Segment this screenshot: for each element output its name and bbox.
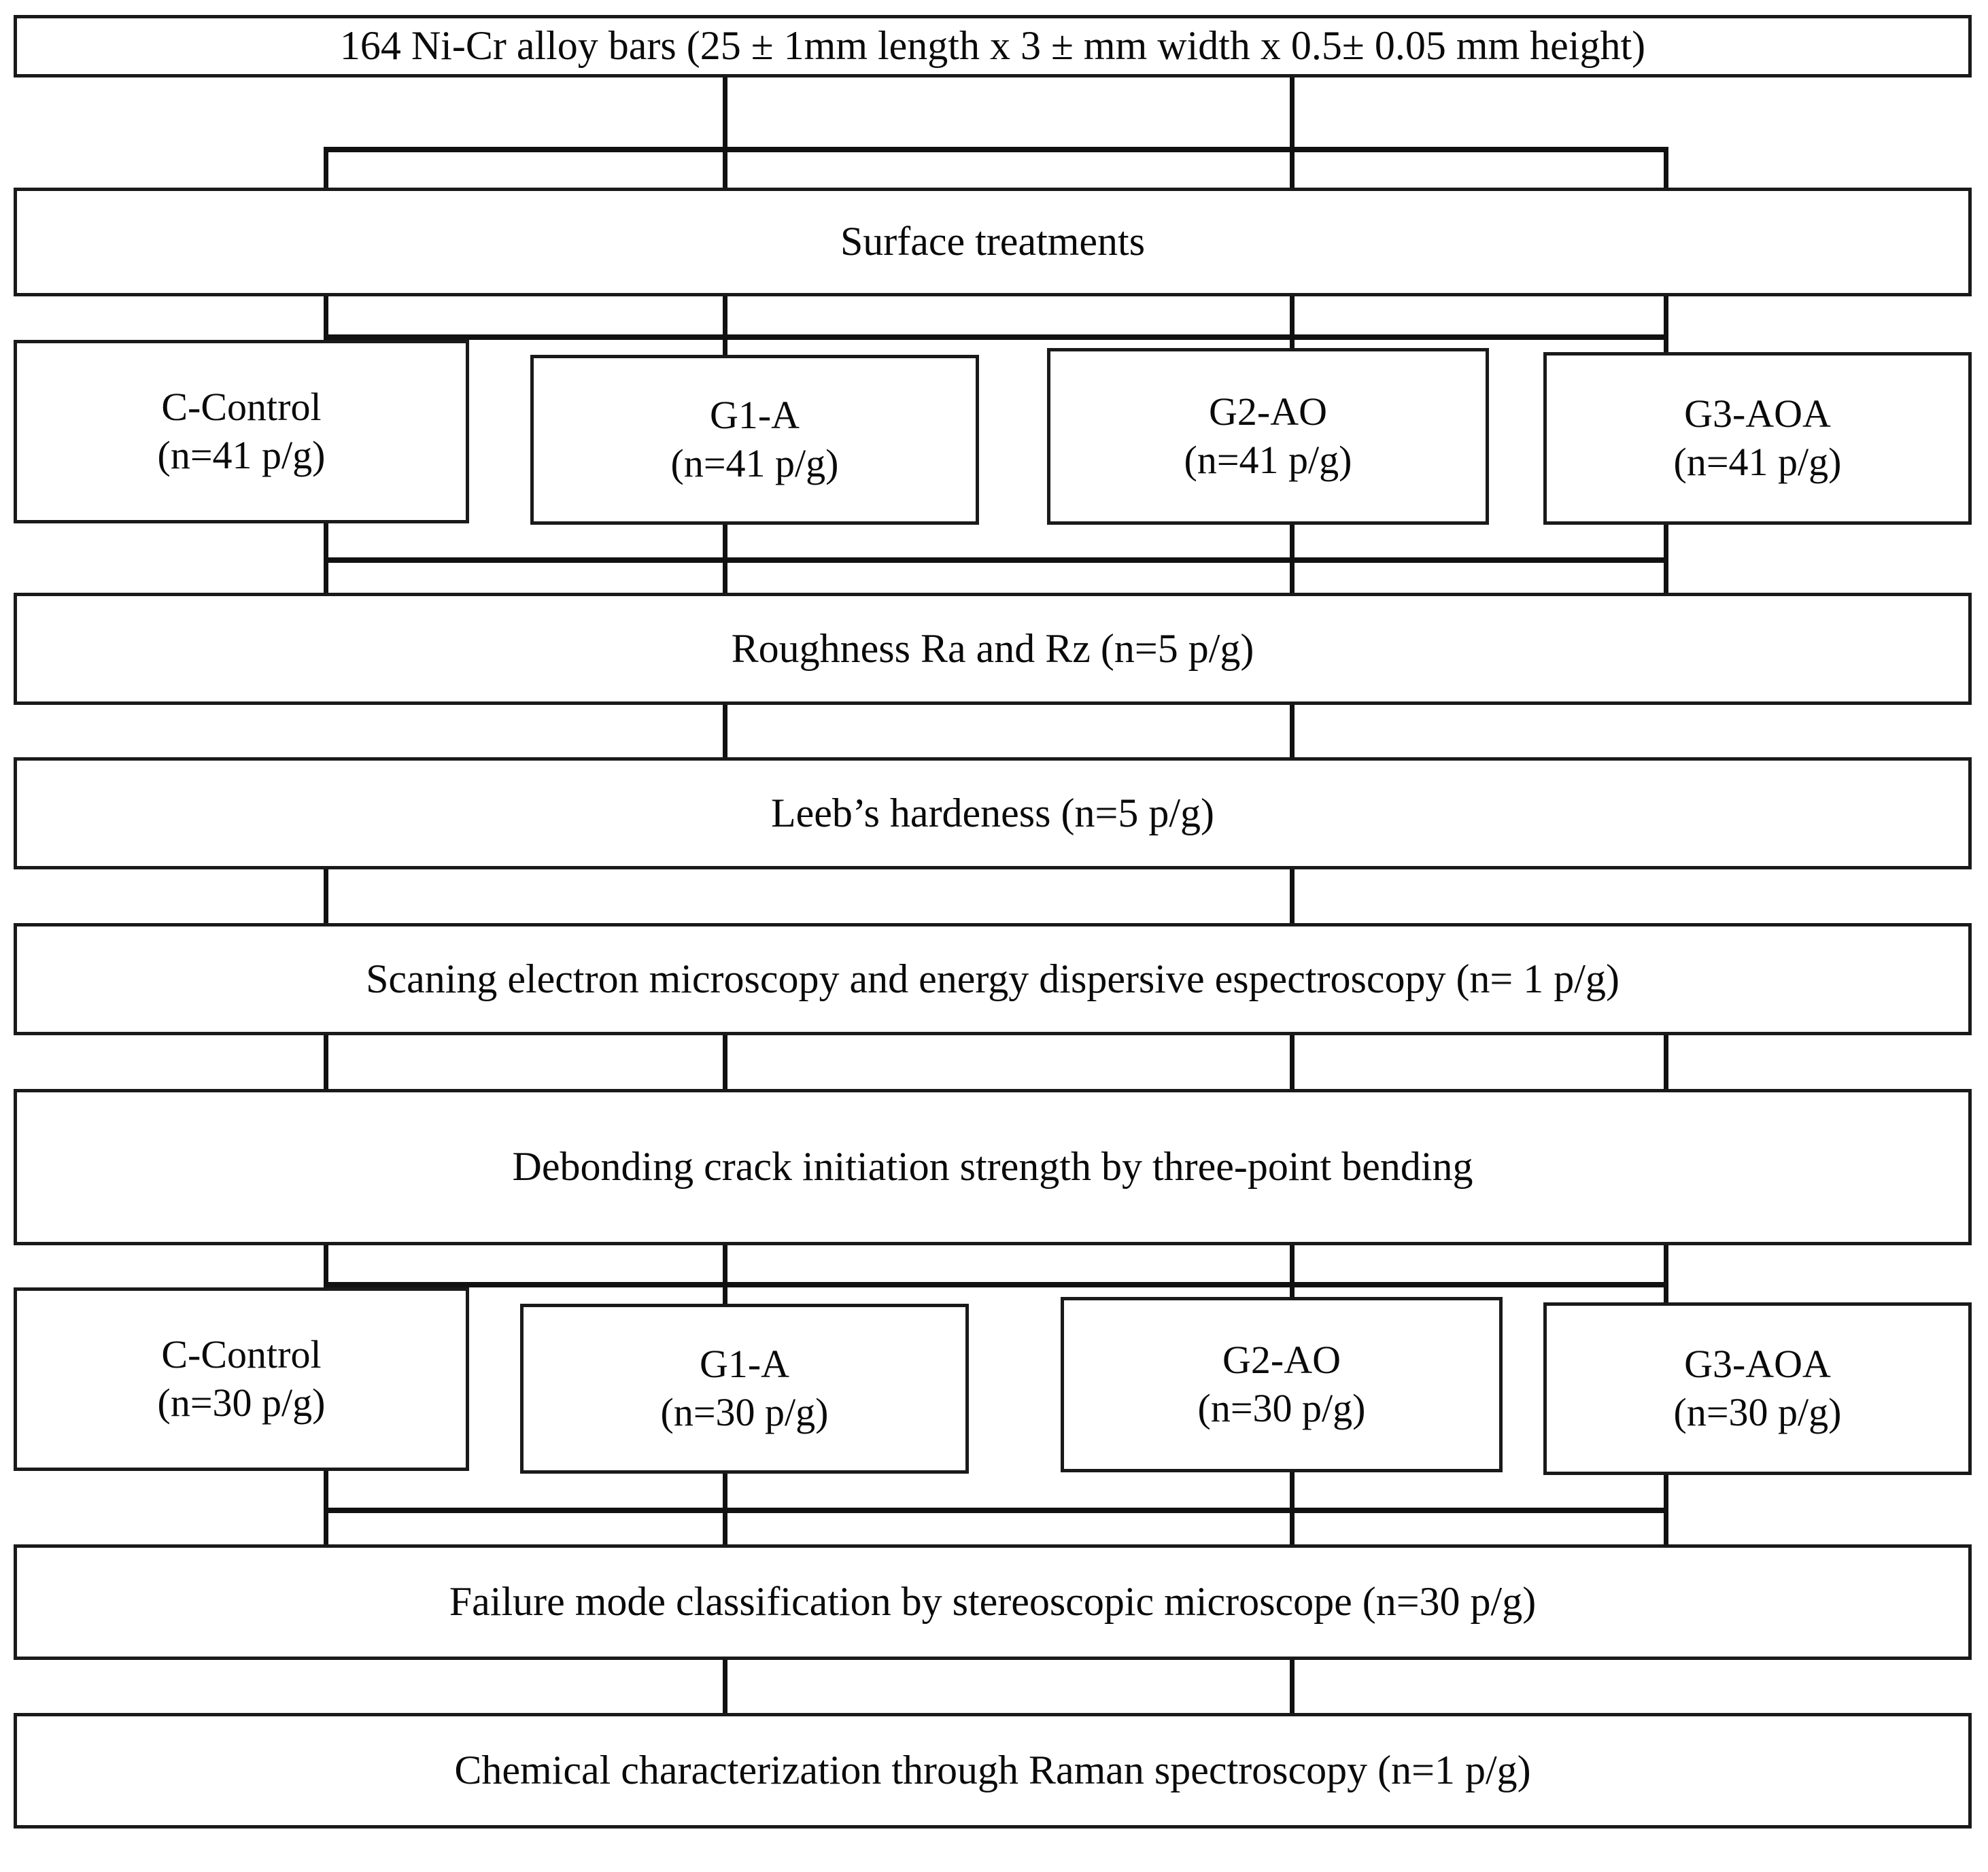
connector-bus: [324, 1282, 1668, 1287]
connector-vertical: [1290, 1659, 1295, 1716]
node-three-point-bending: Debonding crack initiation strength by t…: [14, 1089, 1972, 1245]
group-box-c-control-top: C-Control (n=41 p/g): [14, 340, 469, 523]
group-name: G3-AOA: [1684, 392, 1831, 436]
group-box-g3-aoa-top: G3-AOA (n=41 p/g): [1543, 352, 1972, 525]
group-box-g2-ao-top: G2-AO (n=41 p/g): [1047, 348, 1489, 525]
connector-vertical: [1664, 147, 1668, 190]
group-sample-size: (n=30 p/g): [660, 1390, 829, 1434]
group-name: C-Control: [161, 1332, 322, 1377]
group-name: G2-AO: [1222, 1338, 1341, 1383]
node-sem-eds: Scaning electron microscopy and energy d…: [14, 923, 1972, 1035]
connector-vertical: [1290, 77, 1295, 150]
node-failure-mode: Failure mode classification by stereosco…: [14, 1544, 1972, 1660]
group-box-g2-ao-bottom: G2-AO (n=30 p/g): [1061, 1297, 1503, 1472]
connector-vertical: [723, 1244, 727, 1309]
node-raman-spectroscopy-label: Chemical characterization through Raman …: [454, 1748, 1531, 1793]
group-name: G3-AOA: [1684, 1342, 1831, 1387]
group-sample-size: (n=30 p/g): [1673, 1390, 1842, 1434]
group-name: G1-A: [709, 393, 800, 438]
node-leeb-hardness-label: Leeb’s hardeness (n=5 p/g): [771, 790, 1214, 835]
connector-vertical: [1290, 147, 1295, 190]
connector-vertical: [723, 296, 727, 362]
node-roughness: Roughness Ra and Rz (n=5 p/g): [14, 593, 1972, 705]
node-raman-spectroscopy: Chemical characterization through Raman …: [14, 1713, 1972, 1828]
connector-vertical: [1290, 1035, 1295, 1092]
group-name: C-Control: [161, 385, 322, 430]
group-box-g3-aoa-bottom: G3-AOA (n=30 p/g): [1543, 1302, 1972, 1475]
connector-vertical: [324, 296, 328, 341]
node-sample-description: 164 Ni-Cr alloy bars (25 ± 1mm length x …: [14, 15, 1972, 77]
node-failure-mode-label: Failure mode classification by stereosco…: [449, 1579, 1537, 1625]
node-surface-treatments: Surface treatments: [14, 188, 1972, 296]
group-box-g1-a-top: G1-A (n=41 p/g): [530, 355, 979, 525]
node-three-point-bending-label: Debonding crack initiation strength by t…: [512, 1144, 1473, 1190]
connector-vertical: [324, 869, 328, 926]
connector-bus: [324, 557, 1668, 563]
group-box-c-control-bottom: C-Control (n=30 p/g): [14, 1287, 469, 1471]
node-sem-eds-label: Scaning electron microscopy and energy d…: [366, 956, 1619, 1001]
group-sample-size: (n=41 p/g): [157, 433, 326, 477]
node-sample-description-label: 164 Ni-Cr alloy bars (25 ± 1mm length x …: [339, 23, 1646, 69]
connector-vertical: [723, 147, 727, 190]
connector-vertical: [723, 77, 727, 150]
connector-vertical: [324, 1035, 328, 1092]
connector-bus: [324, 147, 1668, 152]
connector-vertical: [723, 1035, 727, 1092]
connector-vertical: [723, 704, 727, 760]
connector-vertical: [1290, 296, 1295, 351]
connector-vertical: [1290, 1244, 1295, 1300]
group-sample-size: (n=41 p/g): [670, 441, 839, 485]
connector-vertical: [324, 1244, 328, 1289]
connector-vertical: [1664, 296, 1668, 355]
connector-vertical: [723, 1659, 727, 1716]
group-box-g1-a-bottom: G1-A (n=30 p/g): [520, 1304, 969, 1474]
node-leeb-hardness: Leeb’s hardeness (n=5 p/g): [14, 757, 1972, 869]
group-sample-size: (n=30 p/g): [1197, 1386, 1366, 1430]
connector-vertical: [324, 147, 328, 190]
connector-bus: [324, 334, 1668, 340]
group-sample-size: (n=41 p/g): [1184, 438, 1352, 482]
connector-vertical: [1664, 1244, 1668, 1305]
group-sample-size: (n=30 p/g): [157, 1381, 326, 1425]
connector-bus: [324, 1508, 1668, 1513]
group-name: G1-A: [699, 1342, 790, 1387]
node-surface-treatments-label: Surface treatments: [840, 219, 1146, 264]
node-roughness-label: Roughness Ra and Rz (n=5 p/g): [731, 625, 1254, 671]
group-sample-size: (n=41 p/g): [1673, 440, 1842, 484]
connector-vertical: [1664, 1035, 1668, 1092]
connector-vertical: [1290, 704, 1295, 760]
connector-vertical: [1290, 869, 1295, 926]
group-name: G2-AO: [1209, 389, 1327, 434]
